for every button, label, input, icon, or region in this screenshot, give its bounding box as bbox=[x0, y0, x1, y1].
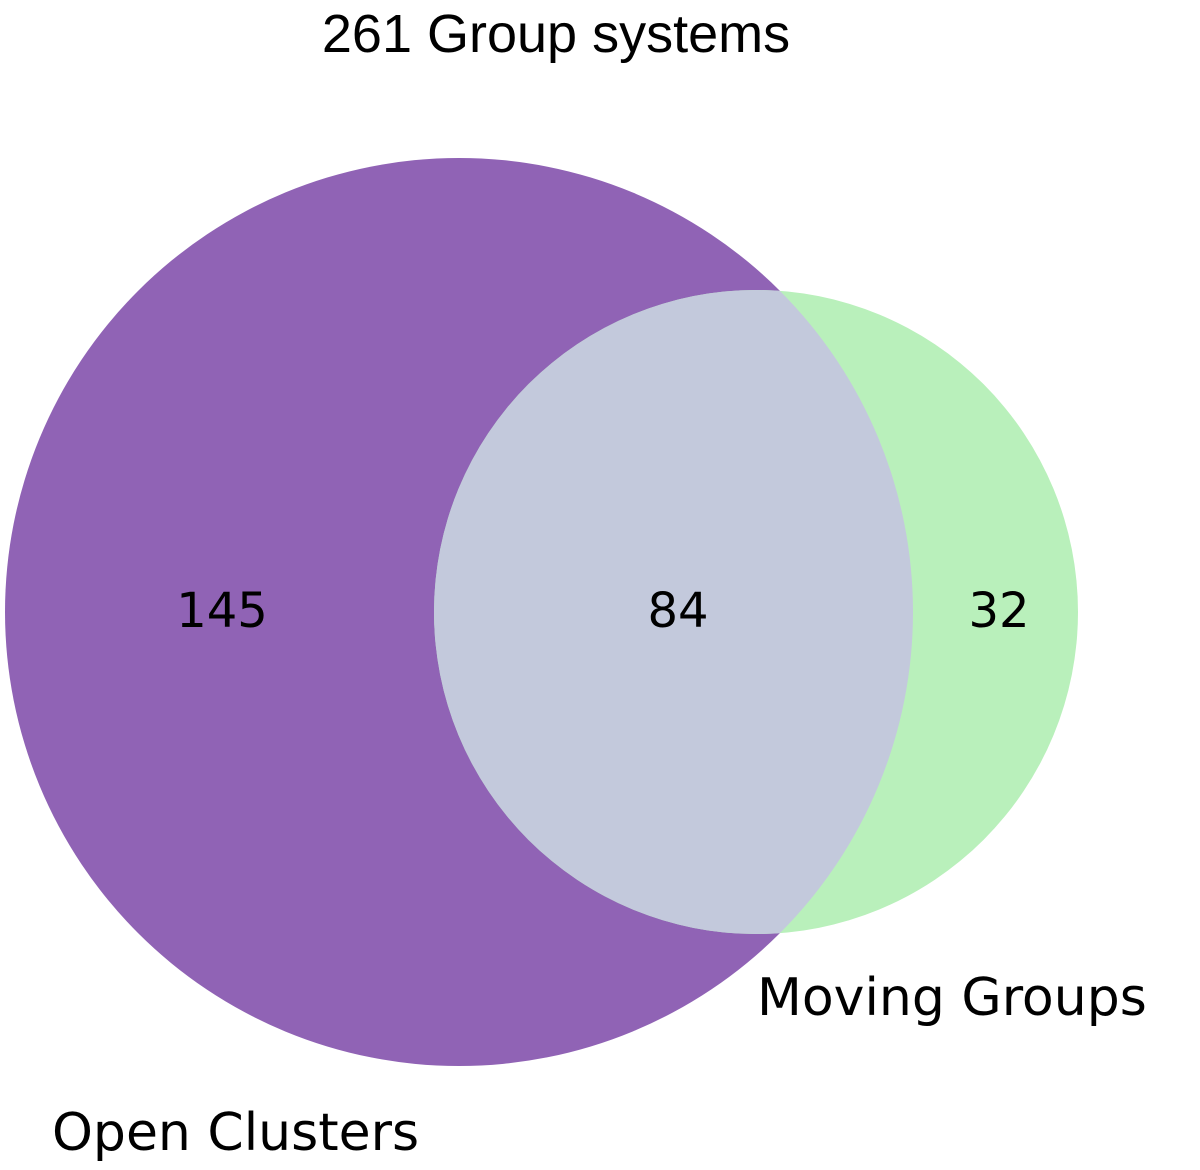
set-label-open-clusters: Open Clusters bbox=[52, 1103, 419, 1163]
chart-title: 261 Group systems bbox=[322, 4, 790, 64]
venn-region-intersection[interactable] bbox=[434, 290, 1078, 934]
count-intersection: 84 bbox=[647, 583, 708, 639]
venn-intersection-group bbox=[434, 290, 1078, 934]
count-moving-groups-only: 32 bbox=[968, 583, 1029, 639]
count-open-clusters-only: 145 bbox=[176, 583, 268, 639]
set-label-moving-groups: Moving Groups bbox=[757, 968, 1147, 1028]
